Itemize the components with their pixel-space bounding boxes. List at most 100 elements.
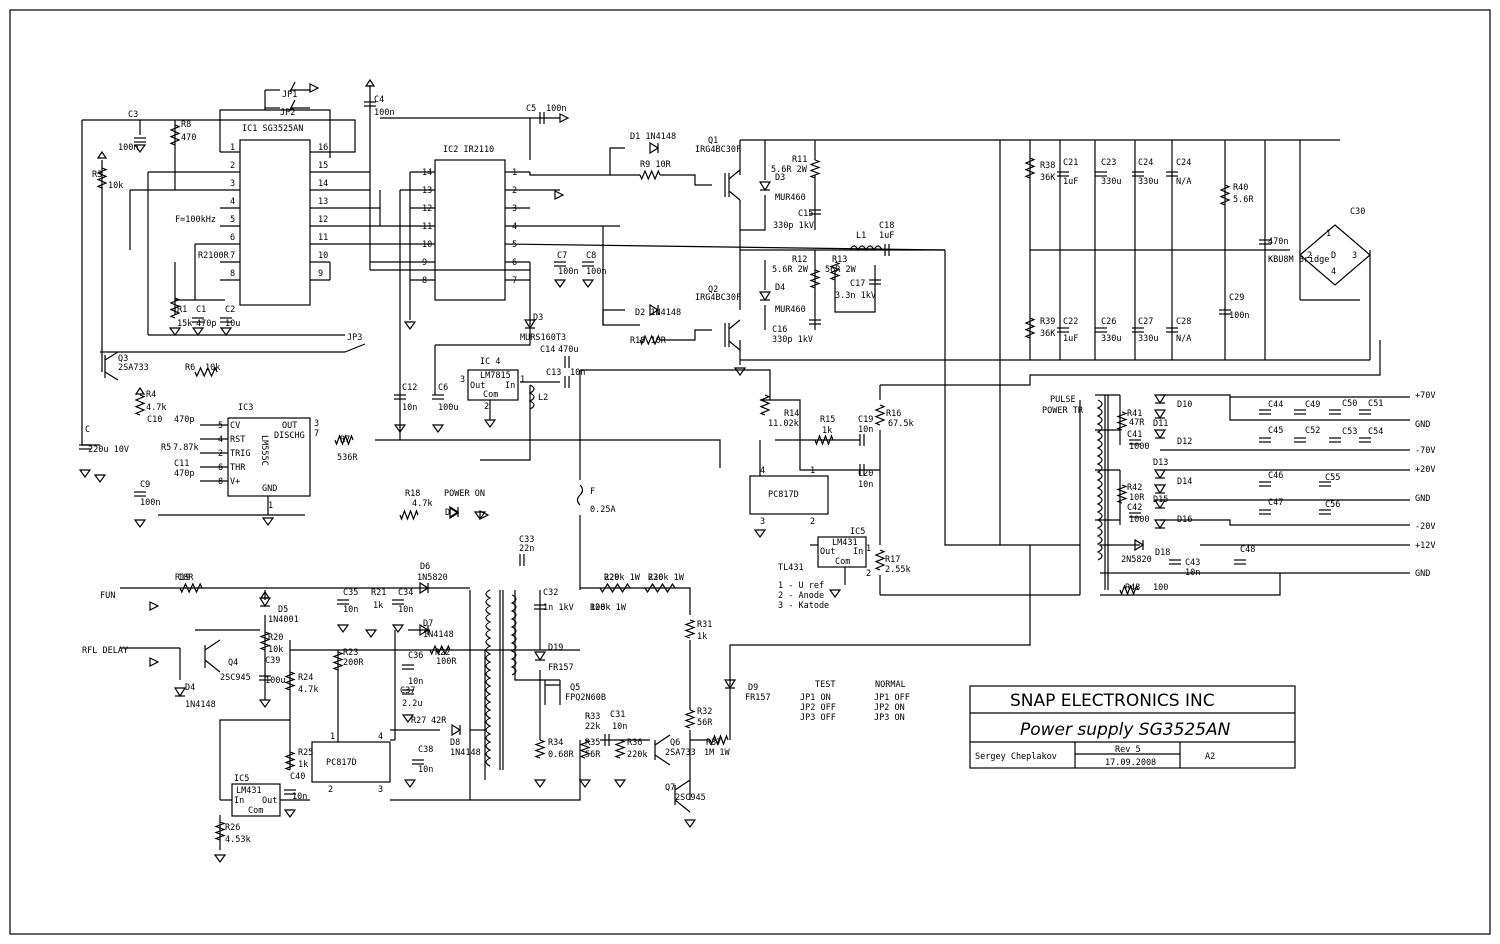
- component-label: C38: [418, 745, 433, 755]
- component-label: D12: [1177, 437, 1192, 447]
- component-label: C27: [1138, 317, 1153, 327]
- supply-arrow: [134, 386, 146, 395]
- diode: [1153, 429, 1167, 440]
- svg-text:NORMAL: NORMAL: [875, 680, 906, 690]
- component-label: C30: [1350, 207, 1365, 217]
- ic1-pin-number: 7: [230, 251, 235, 261]
- pc817-top: PC817D 4 1 3 2: [749, 466, 829, 527]
- component-label: R24: [298, 673, 313, 683]
- component-label: KBU8M Bridge: [1268, 255, 1329, 265]
- resistor: [1116, 411, 1128, 431]
- resistor: [814, 434, 834, 446]
- ic3-pin-name: DISCHG: [274, 431, 305, 441]
- signal-arrow: [554, 190, 565, 200]
- ic2-pin-number: 1: [512, 168, 517, 178]
- power-on-led: [449, 506, 460, 520]
- component-label: C7: [557, 251, 567, 261]
- svg-text:In: In: [234, 796, 244, 806]
- component-label: C21: [1063, 158, 1078, 168]
- component-label: D19: [548, 643, 563, 653]
- transistor-q4: [204, 639, 221, 673]
- svg-text:Com: Com: [483, 390, 498, 400]
- component-label: 1k: [373, 601, 383, 611]
- component-label: C15: [798, 209, 813, 219]
- supply-arrow: [96, 150, 108, 159]
- ground-symbol: [581, 279, 595, 289]
- component-label: C1: [196, 305, 206, 315]
- component-label: R4: [146, 390, 156, 400]
- resistor: [1219, 184, 1231, 206]
- component-label: R31: [697, 620, 712, 630]
- ic2-pin-number: 11: [422, 222, 432, 232]
- diode: [649, 141, 660, 155]
- component-label: 5.6R 2W: [771, 165, 808, 175]
- component-label: C9: [140, 480, 150, 490]
- svg-text:2: 2: [484, 402, 489, 412]
- component-label: C20: [858, 469, 873, 479]
- component-label: C36: [408, 651, 423, 661]
- component-label: R42: [1127, 483, 1142, 493]
- svg-text:TEST: TEST: [815, 680, 835, 690]
- component-label: C29: [1229, 293, 1244, 303]
- component-label: JP1: [282, 90, 297, 100]
- svg-text:JP3 OFF: JP3 OFF: [800, 713, 836, 723]
- component-label: 10n: [292, 792, 307, 802]
- svg-text:LM431: LM431: [832, 538, 858, 548]
- resistor: [614, 739, 626, 759]
- component-label: C32: [543, 588, 558, 598]
- component-label: D10: [1177, 400, 1192, 410]
- component-label: D4: [185, 683, 195, 693]
- resistor: [259, 631, 271, 651]
- component-label: 220k: [627, 750, 647, 760]
- component-label: 330u: [1138, 177, 1158, 187]
- component-label: C23: [1101, 158, 1116, 168]
- resistor: [1024, 157, 1036, 179]
- mosfet-q5: [544, 680, 561, 705]
- ic3-pin-number: 2: [218, 449, 223, 459]
- ground-symbol: [133, 144, 147, 154]
- component-label: C50: [1342, 399, 1357, 409]
- ic1-pin-number: 6: [230, 233, 235, 243]
- component-label: 200R: [343, 658, 364, 668]
- ic1-pin-number: 9: [318, 269, 323, 279]
- component-label: C22: [1063, 317, 1078, 327]
- sheet-border: [9, 9, 1491, 935]
- component-label: 10R: [1129, 493, 1145, 503]
- svg-text:LM431: LM431: [236, 786, 262, 796]
- ground-symbol: [191, 327, 205, 337]
- component-label: C8: [586, 251, 596, 261]
- component-label: 36K: [1040, 173, 1056, 183]
- ground-symbol: [613, 779, 627, 789]
- component-label: C17: [850, 279, 865, 289]
- component-label: 56R: [585, 750, 601, 760]
- component-label: D6: [420, 562, 430, 572]
- component-label: 100: [1153, 583, 1168, 593]
- svg-text:4: 4: [1331, 267, 1336, 277]
- diode: [1134, 538, 1145, 552]
- component-label: C39: [265, 656, 280, 666]
- ground-symbol: [364, 629, 378, 639]
- component-label: 10u: [225, 319, 240, 329]
- component-label: C33: [519, 535, 534, 545]
- svg-text:In: In: [505, 381, 515, 391]
- component-label: FPQ2N60B: [565, 693, 606, 703]
- component-label: IRG4BC30F: [695, 145, 741, 155]
- svg-text:3: 3: [378, 785, 383, 795]
- ic3-part: LM555C: [259, 435, 269, 466]
- ic2-label: IC2 IR2110: [443, 145, 494, 155]
- component-label: +70V: [1415, 391, 1435, 401]
- component-label: C3: [128, 110, 138, 120]
- component-label: 470p: [174, 469, 194, 479]
- ground-symbol: [78, 469, 92, 479]
- component-label: 1M 1W: [704, 748, 730, 758]
- component-label: 100n: [546, 104, 566, 114]
- ground-symbol: [828, 589, 842, 599]
- svg-text:Com: Com: [835, 557, 850, 567]
- component-label: R29: [604, 573, 619, 583]
- resistor: [759, 394, 771, 416]
- component-label: R39: [1040, 317, 1055, 327]
- component-label: C14: [540, 345, 555, 355]
- component-label: 5.6R 2W: [772, 265, 809, 275]
- component-label: 1N4148: [450, 748, 481, 758]
